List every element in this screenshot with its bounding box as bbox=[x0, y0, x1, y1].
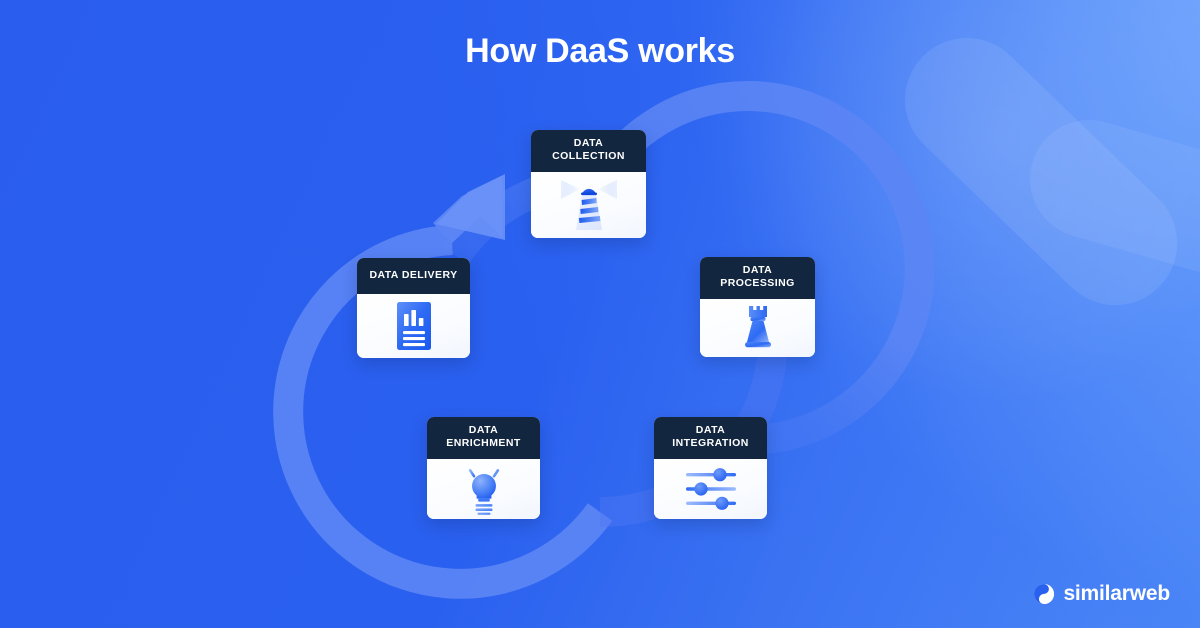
step-card-data-collection[interactable]: DATA COLLECTION bbox=[531, 130, 646, 238]
light-beam-right bbox=[597, 179, 617, 199]
lightbulb-icon bbox=[460, 463, 507, 515]
step-card-label: DATA INTEGRATION bbox=[654, 417, 767, 459]
rook-base bbox=[744, 341, 771, 348]
rook-body bbox=[746, 320, 769, 342]
lamp-base bbox=[580, 192, 597, 196]
sliders-icon bbox=[685, 468, 736, 510]
slider-track-1 bbox=[685, 472, 736, 477]
similarweb-wordmark: similarweb bbox=[1063, 582, 1170, 605]
step-card-icon-area bbox=[700, 298, 815, 357]
step-card-data-delivery[interactable]: DATA DELIVERY bbox=[357, 258, 470, 358]
step-card-data-enrichment[interactable]: DATA ENRICHMENT bbox=[427, 417, 540, 519]
step-card-icon-area bbox=[654, 458, 767, 519]
step-card-data-integration[interactable]: DATA INTEGRATION bbox=[654, 417, 767, 519]
slider-knob-2[interactable] bbox=[693, 482, 708, 496]
rook-crown bbox=[748, 305, 767, 317]
tower-stripe bbox=[578, 215, 600, 223]
bulb-base bbox=[475, 503, 492, 515]
bulb-glass bbox=[471, 473, 496, 499]
slider-track-2 bbox=[685, 487, 736, 491]
slider-knob-1[interactable] bbox=[712, 468, 727, 482]
step-card-data-processing[interactable]: DATA PROCESSING bbox=[700, 257, 815, 357]
step-card-icon-area bbox=[427, 458, 540, 519]
step-card-label: DATA COLLECTION bbox=[531, 130, 646, 172]
step-card-icon-area bbox=[357, 294, 470, 358]
similarweb-s-mark-icon bbox=[1034, 584, 1055, 604]
step-card-icon-area bbox=[531, 171, 646, 238]
page-title: How DaaS works bbox=[465, 32, 735, 70]
step-card-label: DATA PROCESSING bbox=[700, 257, 815, 299]
document-text-lines bbox=[402, 331, 425, 347]
bulb-neck bbox=[477, 498, 490, 502]
rook-neck bbox=[750, 316, 765, 321]
lighthouse-icon bbox=[560, 179, 617, 230]
report-document-icon bbox=[396, 302, 431, 351]
similarweb-logo[interactable]: similarweb bbox=[1033, 582, 1170, 606]
slider-knob-3[interactable] bbox=[714, 496, 729, 510]
bulb-rays bbox=[460, 463, 507, 486]
step-card-label: DATA DELIVERY bbox=[357, 258, 470, 295]
document-bar-chart bbox=[403, 310, 423, 327]
step-card-label: DATA ENRICHMENT bbox=[427, 417, 540, 459]
light-beam-left bbox=[560, 179, 580, 199]
chess-rook-icon bbox=[744, 305, 771, 348]
tower-stripe bbox=[579, 206, 598, 214]
tower-stripe bbox=[581, 197, 597, 205]
